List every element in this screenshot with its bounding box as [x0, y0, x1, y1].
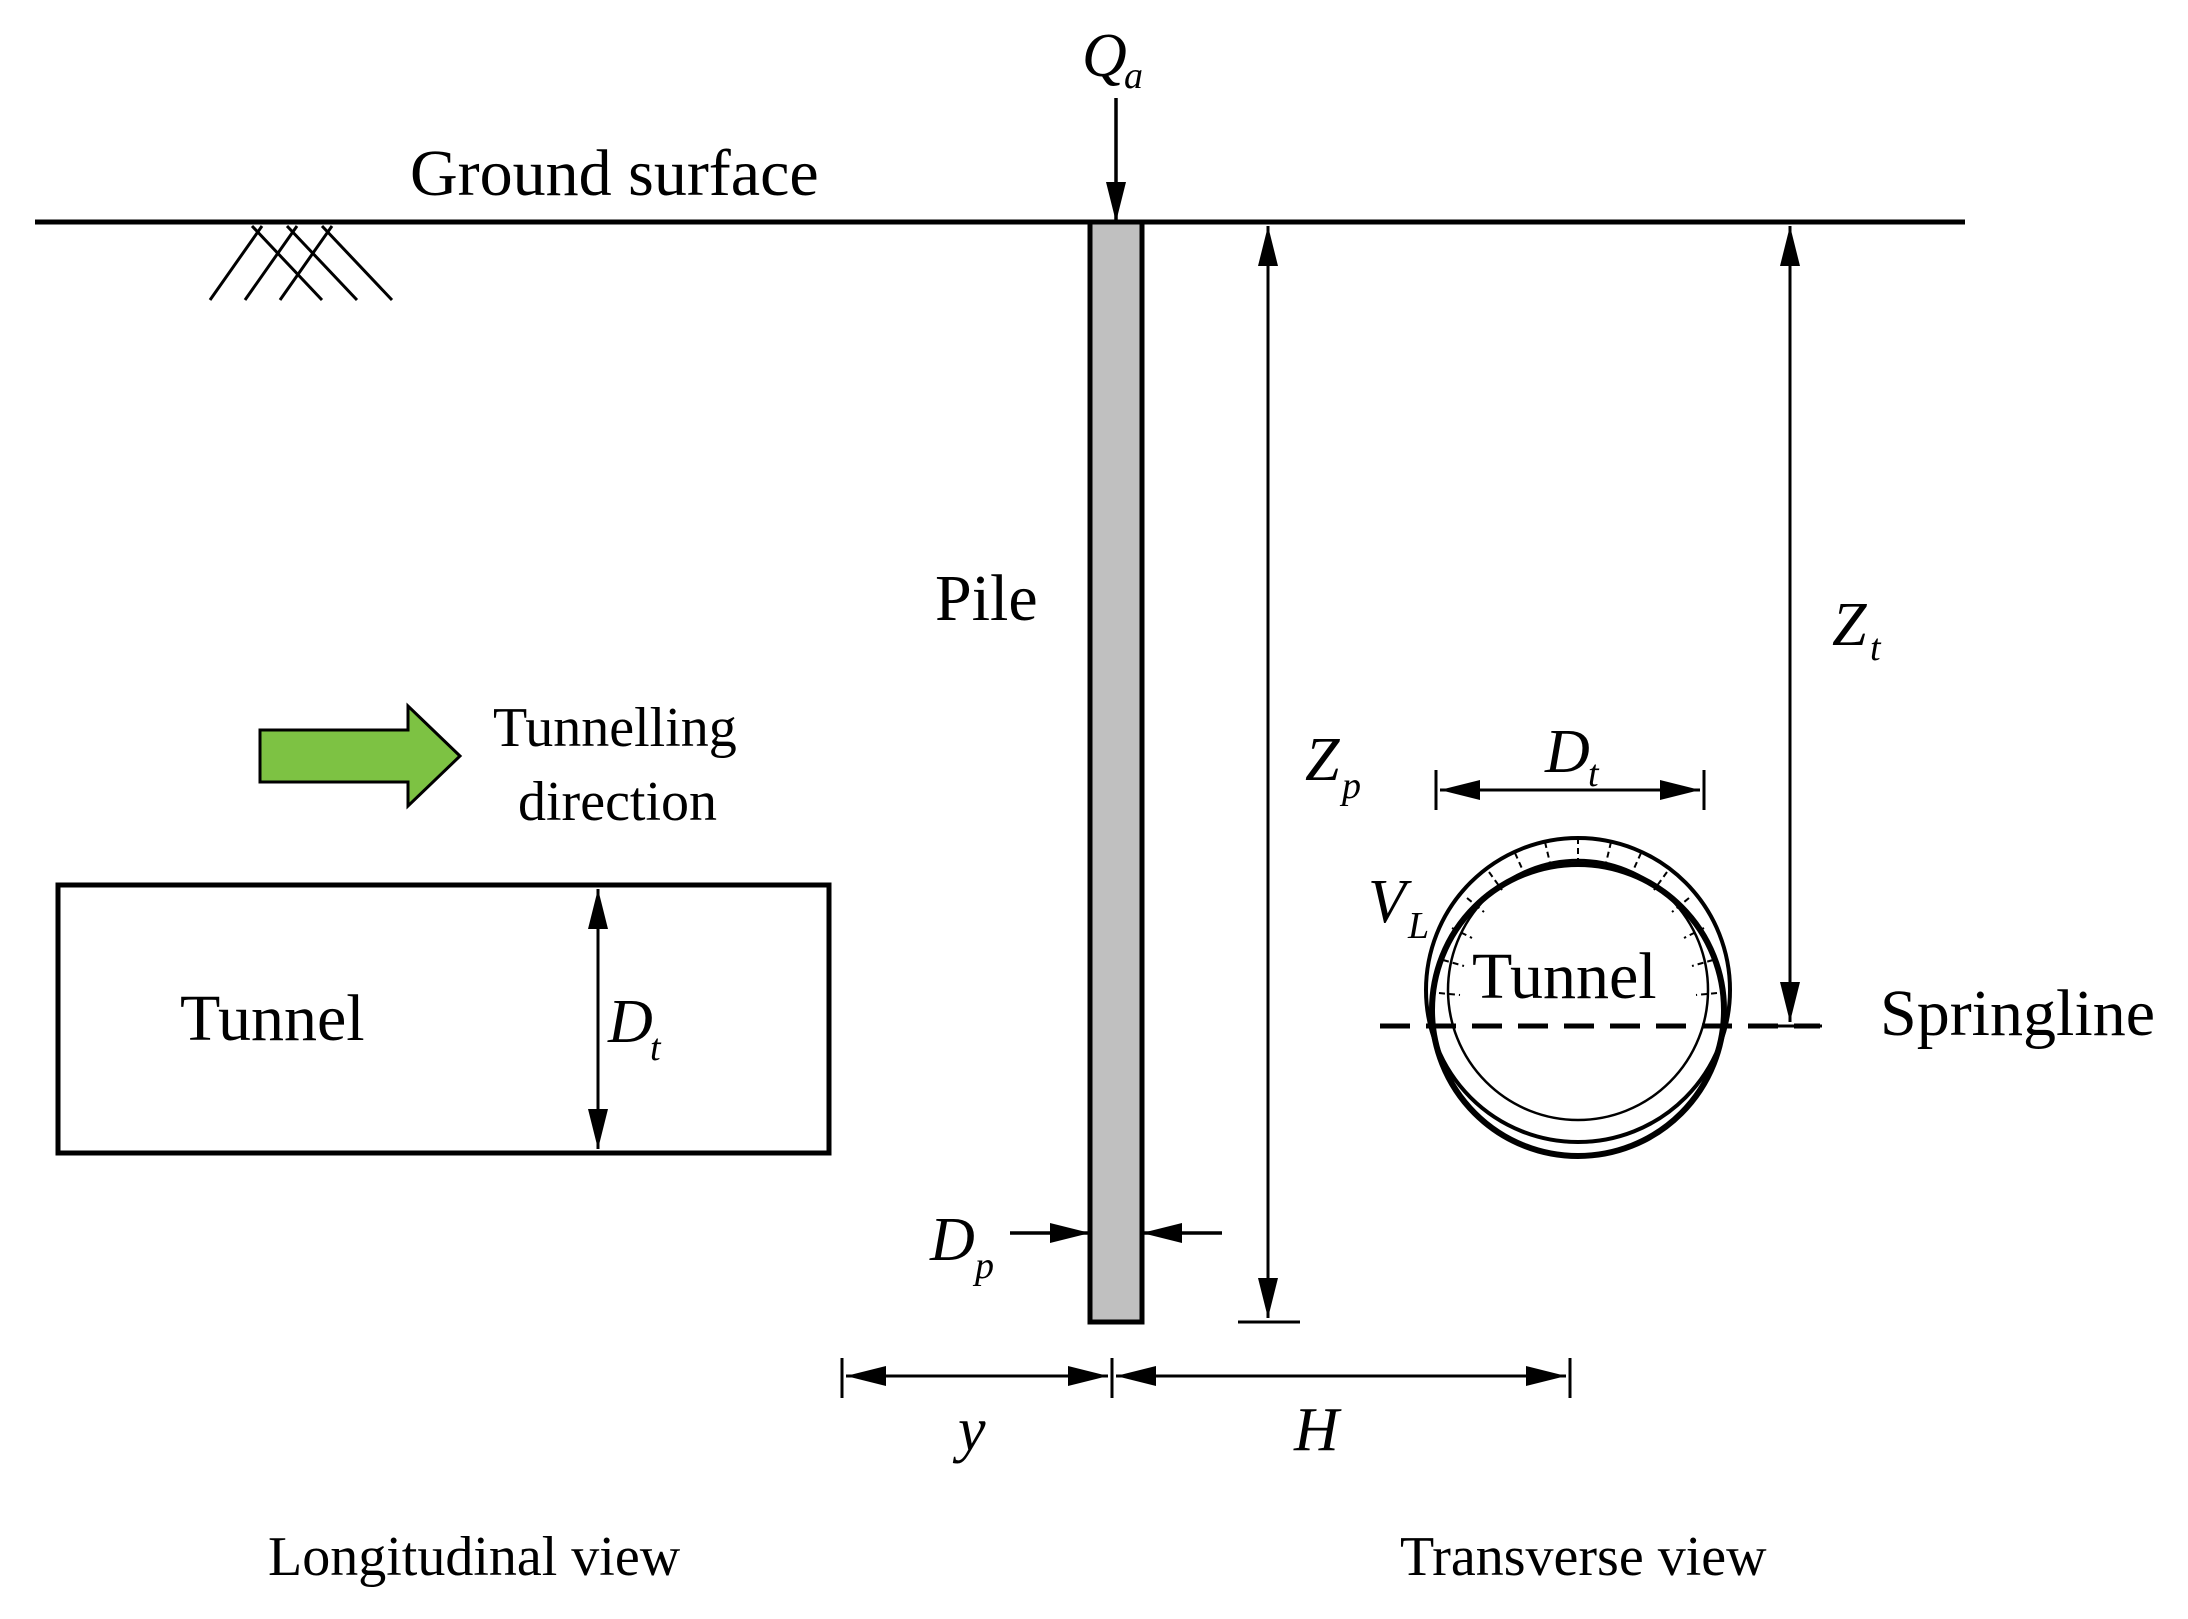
pile-shaft — [1087, 219, 1145, 1325]
svg-text:V: V — [1368, 868, 1412, 936]
offset-y-dimension: y — [840, 1358, 1108, 1464]
svg-text:p: p — [972, 1245, 994, 1287]
svg-text:D: D — [607, 988, 653, 1056]
pile-label: Pile — [935, 562, 1038, 635]
tunnel-depth-zt: Z t — [1760, 226, 1882, 1028]
longitudinal-view-caption: Longitudinal view — [268, 1526, 681, 1588]
tunnel-transverse-label: Tunnel — [1472, 940, 1657, 1013]
svg-text:a: a — [1124, 55, 1143, 97]
svg-text:Q: Q — [1082, 22, 1127, 90]
svg-text:t: t — [1870, 627, 1882, 669]
tunnelling-direction-line1: Tunnelling — [493, 697, 737, 759]
horizontal-distance-h: H — [1116, 1358, 1572, 1464]
right-arrow-icon — [258, 702, 463, 810]
svg-text:p: p — [1339, 765, 1361, 807]
svg-text:t: t — [1588, 753, 1600, 795]
soil-hatch-icon — [208, 224, 394, 302]
ground-surface-label: Ground surface — [410, 137, 819, 210]
tunnel-transverse — [1424, 836, 1732, 1159]
pile-length-zp: Z p — [1238, 226, 1361, 1324]
tunnel-diameter-dt-long: D t — [588, 889, 662, 1149]
svg-text:y: y — [952, 1396, 986, 1464]
svg-text:t: t — [650, 1027, 662, 1069]
pile-diameter-dp: D p — [929, 1206, 1222, 1287]
load-qa: Q a — [1082, 22, 1143, 222]
springline-label: Springline — [1880, 977, 2155, 1050]
svg-text:Z: Z — [1832, 591, 1867, 659]
svg-text:D: D — [929, 1206, 975, 1274]
volume-loss-vl: V L — [1368, 868, 1429, 947]
svg-text:L: L — [1407, 905, 1429, 947]
tunnelling-direction-line2: direction — [518, 771, 717, 833]
tunnel-diameter-dt-trans: D t — [1434, 718, 1706, 810]
svg-text:H: H — [1293, 1396, 1342, 1464]
transverse-view-caption: Transverse view — [1400, 1526, 1767, 1588]
svg-text:Z: Z — [1305, 726, 1340, 794]
tunnel-longitudinal — [55, 882, 832, 1156]
tunnel-longitudinal-label: Tunnel — [180, 982, 365, 1055]
svg-text:D: D — [1544, 718, 1590, 786]
